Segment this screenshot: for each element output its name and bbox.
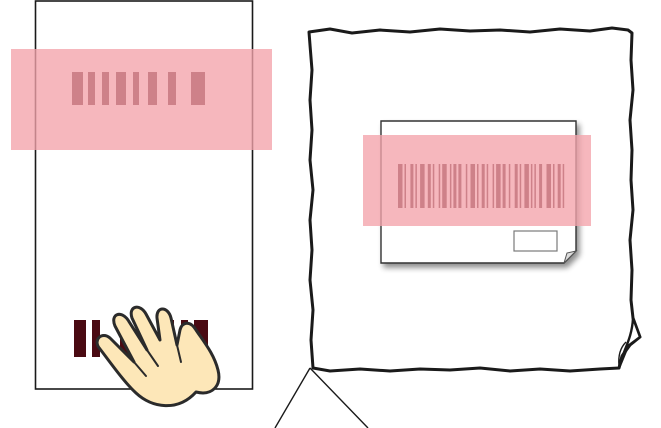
sticker-scan-highlight: [363, 135, 591, 226]
callout-lines: [275, 368, 368, 428]
scan-highlight-band: [11, 49, 272, 150]
paper-panel: [309, 28, 640, 371]
sticker-small-box: [514, 231, 557, 251]
receipt-panel: [11, 1, 272, 406]
